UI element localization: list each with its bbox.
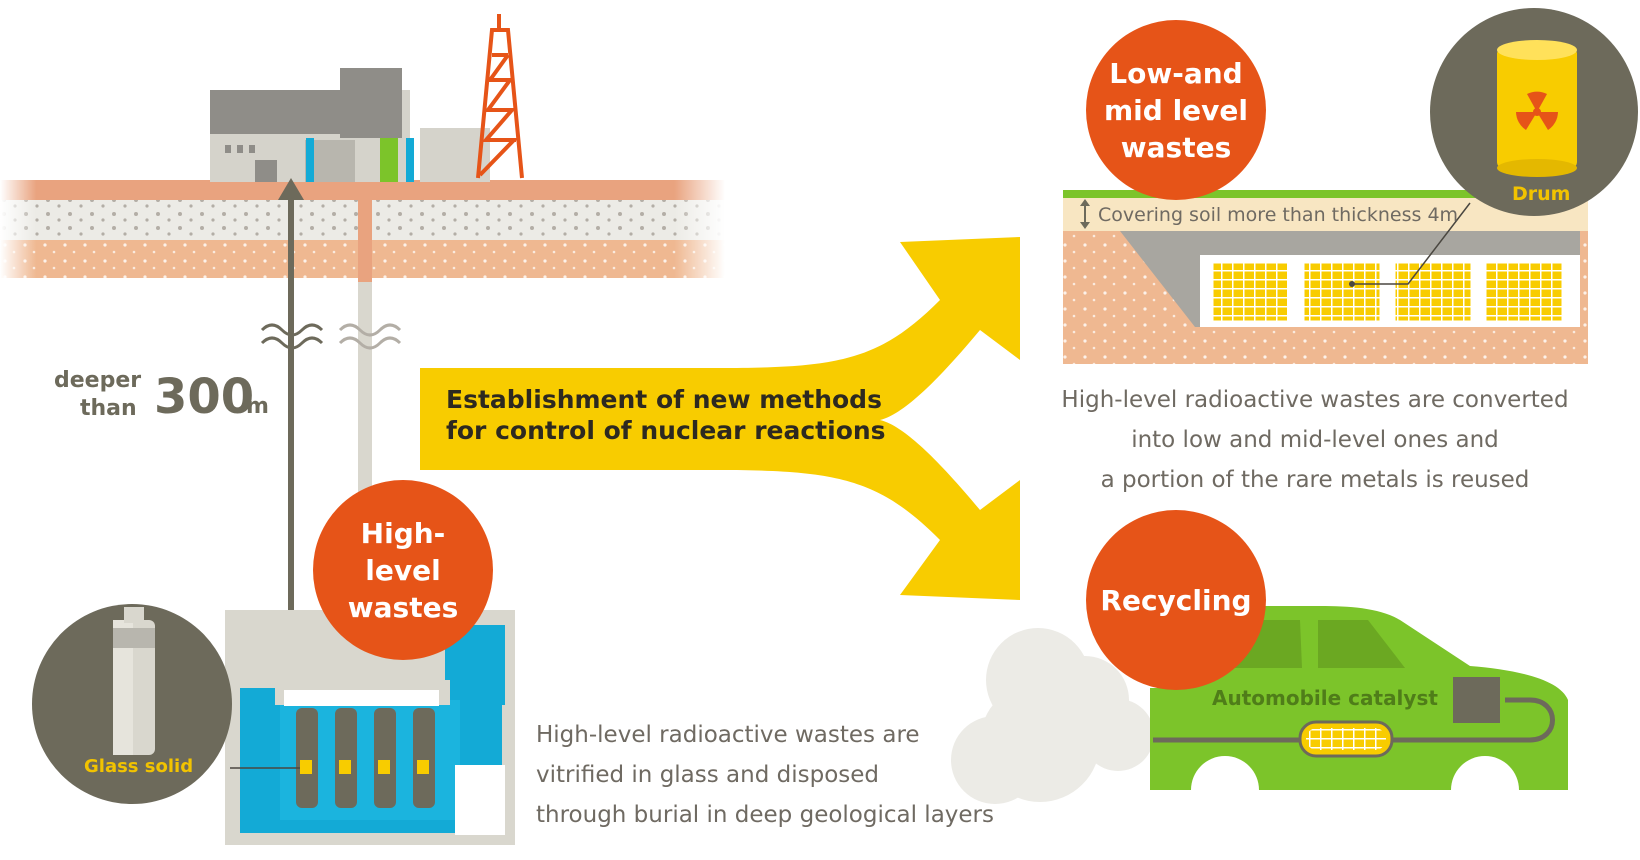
depth-value: 300 [154,369,255,425]
bubble-recycling: Recycling [1086,510,1266,690]
caption-right-line-1: High-level radioactive wastes are conver… [1061,387,1569,413]
method-title-line1: Establishment of new methods [446,385,882,414]
depth-label-deeper: deeper [54,368,142,393]
split-arrow [420,237,1020,600]
depth-arrow [260,178,324,664]
car [1150,606,1568,824]
bubble-low-mid-text: Low-and mid level wastes [1104,56,1248,164]
caption-right-line-3: a portion of the rare metals is reused [1100,467,1530,493]
caption-bottom-line-3: through burial in deep geological layers [536,802,994,828]
caption-right-line-2: into low and mid-level ones and [1131,427,1499,453]
glass-solid-circle [32,604,232,804]
catalyst-label: Automobile catalyst [1212,686,1438,710]
drum-circle [1430,8,1638,216]
method-title-line2: for control of nuclear reactions [446,416,886,445]
soil-note: Covering soil more than thickness 4m [1098,204,1459,226]
depth-unit: m [246,394,269,419]
caption-right-top: High-level radioactive wastes are conver… [1030,380,1600,500]
bubble-high-text: High-level wastes [347,516,459,624]
bubble-low-mid-level-wastes: Low-and mid level wastes [1086,20,1266,200]
exhaust-cloud [951,628,1154,804]
caption-bottom-line-2: vitrified in glass and disposed [536,762,880,788]
bubble-recycling-text: Recycling [1100,583,1252,617]
glass-solid-label: Glass solid [84,756,194,777]
caption-bottom: High-level radioactive wastes are vitrif… [536,715,994,835]
caption-bottom-line-1: High-level radioactive wastes are [536,722,920,748]
depth-label-than: than [80,396,137,421]
drum-label: Drum [1512,183,1571,205]
bubble-high-level-wastes: High-level wastes [313,480,493,660]
shallow-disposal-site [1063,190,1588,364]
power-plant [210,14,524,182]
repository [225,610,515,845]
